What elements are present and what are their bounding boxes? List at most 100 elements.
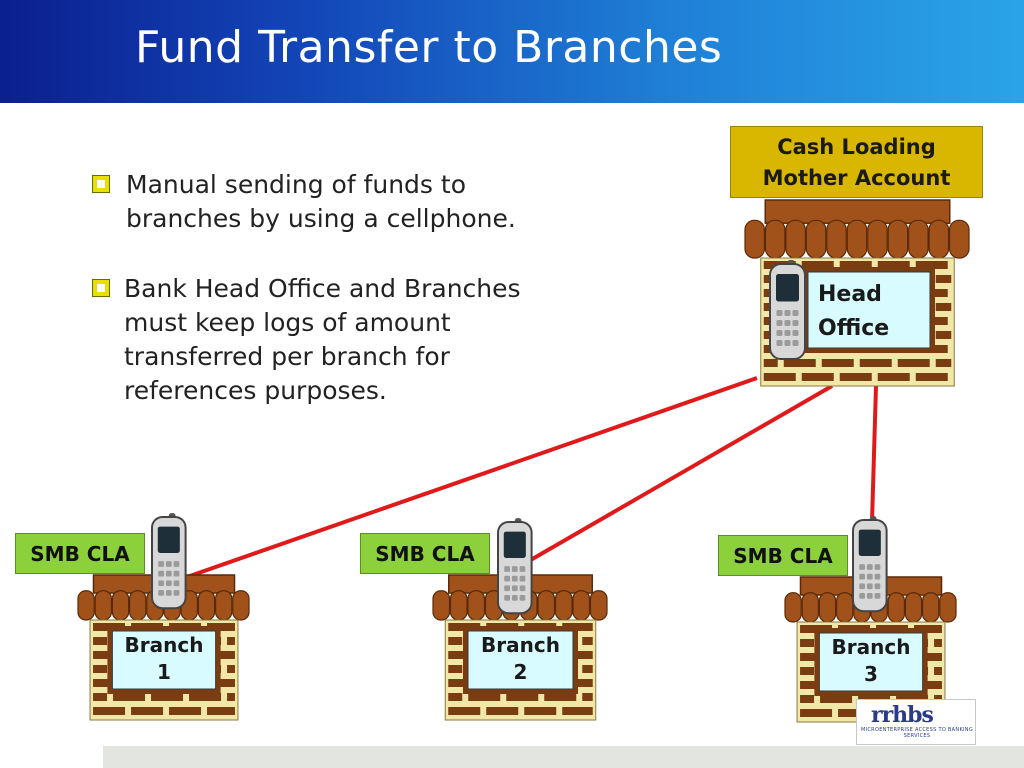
brick xyxy=(838,709,871,717)
brick xyxy=(800,695,815,703)
phone-key xyxy=(866,592,873,599)
brick xyxy=(448,637,463,645)
brick xyxy=(93,707,126,715)
brick xyxy=(486,707,519,715)
title-bar: Fund Transfer to Branches xyxy=(0,0,1024,103)
brick xyxy=(801,261,834,269)
roof-stripe xyxy=(432,590,451,621)
brick xyxy=(763,359,778,367)
bullet-text: Bank Head Office and Branches must keep … xyxy=(124,274,521,405)
brick xyxy=(131,707,164,715)
mother-account-label: Cash Loading Mother Account xyxy=(762,135,951,190)
phone-key xyxy=(158,561,164,567)
window-pane xyxy=(467,630,574,690)
phone-key xyxy=(874,583,881,590)
phone-key xyxy=(504,594,510,601)
phone-key xyxy=(792,320,799,326)
brick xyxy=(877,261,910,269)
phone-screen xyxy=(503,531,526,558)
brick xyxy=(859,359,892,367)
roof-stripe xyxy=(835,592,854,623)
phone-key xyxy=(776,310,783,316)
brick xyxy=(783,359,816,367)
brick xyxy=(169,707,202,715)
brick xyxy=(897,359,930,367)
roof-stripe xyxy=(764,219,786,259)
phone-key xyxy=(859,583,865,590)
phone-key xyxy=(165,561,172,567)
phone-key xyxy=(776,330,783,336)
branch-1-building-label-line-1: Branch xyxy=(125,633,204,657)
phone-key xyxy=(792,330,799,336)
phone-screen xyxy=(157,526,180,553)
brick xyxy=(800,639,815,647)
link-head-to-branch-2 xyxy=(520,384,834,567)
brick xyxy=(821,359,854,367)
branch-2-phone-icon xyxy=(497,518,533,615)
phone-key xyxy=(776,320,783,326)
brick xyxy=(506,693,539,701)
phone-key xyxy=(173,570,180,577)
phone-key xyxy=(511,594,518,601)
brick xyxy=(915,261,948,269)
phone-key xyxy=(859,592,865,599)
brick xyxy=(820,695,853,703)
phone-key xyxy=(165,589,172,596)
branch-1-building-label-line-2: 1 xyxy=(157,660,171,684)
link-head-to-branch-1 xyxy=(186,376,758,579)
roof-stripe xyxy=(111,590,130,621)
brick xyxy=(448,707,481,715)
brick xyxy=(544,693,577,701)
roof-stripe xyxy=(129,590,147,621)
branch-3-building-label-line-1: Branch xyxy=(832,635,911,659)
brick xyxy=(839,373,872,381)
phone-key xyxy=(504,585,510,592)
roof-stripe xyxy=(784,592,802,623)
roof-stripe xyxy=(908,219,929,259)
brick xyxy=(935,331,952,339)
phone-key xyxy=(784,320,791,326)
roof-stripe xyxy=(589,590,608,621)
phone-key xyxy=(792,310,799,316)
link-head-to-branch-3 xyxy=(870,385,878,523)
brick xyxy=(448,665,463,673)
brick xyxy=(93,665,108,673)
brick xyxy=(207,707,235,715)
roof-stripe xyxy=(537,590,556,621)
brick xyxy=(839,261,872,269)
roof-stripe xyxy=(818,592,837,623)
phone-key xyxy=(776,340,783,346)
roof-stripe xyxy=(785,219,806,259)
brick xyxy=(207,679,235,687)
brick xyxy=(207,651,235,659)
phone-key xyxy=(784,310,791,316)
phone-key xyxy=(504,566,510,572)
phone-key xyxy=(519,594,526,601)
brick xyxy=(915,373,948,381)
bullet-square-icon xyxy=(92,175,110,193)
smb-cla-badge-3: SMB CLA xyxy=(718,535,848,576)
roof-stripe xyxy=(77,590,95,621)
window-pane xyxy=(807,271,931,349)
brick xyxy=(151,693,184,701)
roof-stripe xyxy=(867,219,888,259)
phone-screen xyxy=(858,529,881,556)
phone-key xyxy=(173,589,180,596)
phone-key xyxy=(165,580,172,587)
phone-key xyxy=(784,330,791,336)
phone-key xyxy=(173,580,180,587)
roof-stripe xyxy=(846,219,868,259)
transfer-links xyxy=(186,376,878,579)
phone-key xyxy=(158,580,164,587)
phone-key xyxy=(511,585,518,592)
roof-stripe xyxy=(805,219,827,259)
roof-stripe xyxy=(887,219,909,259)
brick xyxy=(914,681,942,689)
roof-stripe xyxy=(197,590,216,621)
slide-title: Fund Transfer to Branches xyxy=(135,22,723,73)
brick xyxy=(800,667,815,675)
organization-logo: rrhbs MICROENTERPRISE ACCESS TO BANKING … xyxy=(856,699,976,745)
roof-stripe xyxy=(554,590,573,621)
brick xyxy=(582,637,593,645)
